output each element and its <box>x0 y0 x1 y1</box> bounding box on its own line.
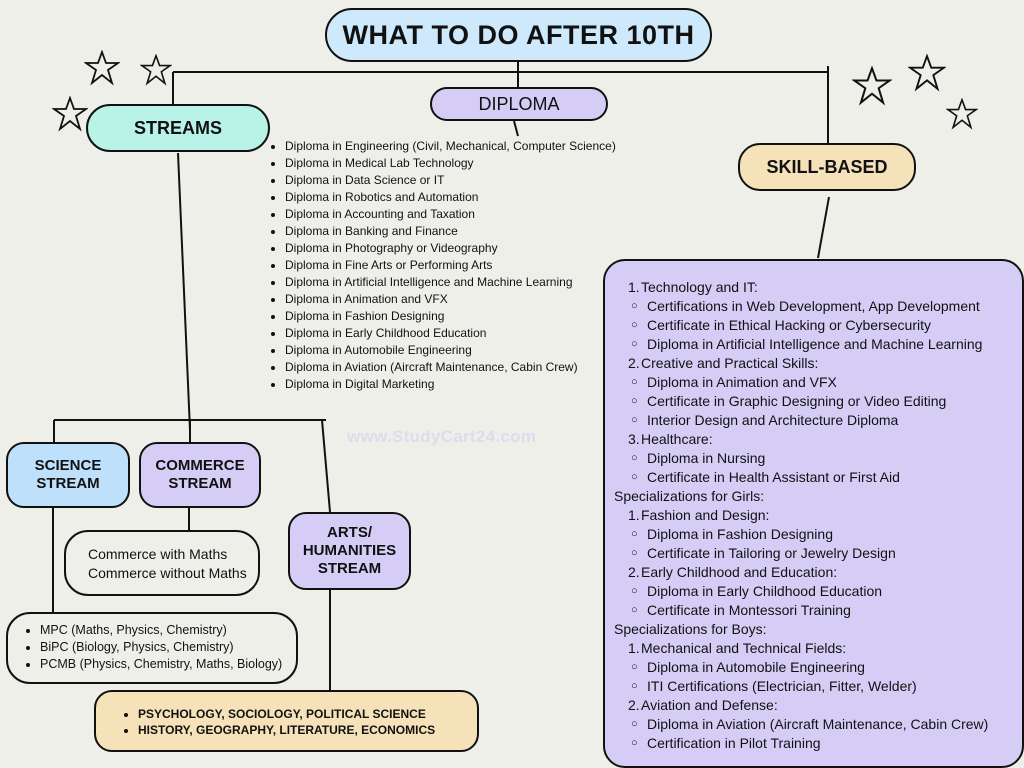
science-line-1: SCIENCE <box>34 457 102 474</box>
star-icon <box>140 54 172 86</box>
arts-options: PSYCHOLOGY, SOCIOLOGY, POLITICAL SCIENCE… <box>94 690 479 752</box>
diploma-item: Diploma in Robotics and Automation <box>285 189 616 206</box>
science-option: BiPC (Biology, Physics, Chemistry) <box>40 639 296 656</box>
commerce-stream-node: COMMERCE STREAM <box>139 442 261 508</box>
arts-option: PSYCHOLOGY, SOCIOLOGY, POLITICAL SCIENCE <box>138 706 477 722</box>
star-icon <box>52 96 88 132</box>
skill-item: Diploma in Aviation (Aircraft Maintenanc… <box>614 715 1022 734</box>
diploma-item: Diploma in Digital Marketing <box>285 376 616 393</box>
skill-item: ITI Certifications (Electrician, Fitter,… <box>614 677 1022 696</box>
category-title: Early Childhood and Education: <box>641 564 838 580</box>
category-number: 1. <box>628 640 640 656</box>
skill-item: Interior Design and Architecture Diploma <box>614 411 1022 430</box>
diploma-list: Diploma in Engineering (Civil, Mechanica… <box>267 138 616 393</box>
skill-item: Diploma in Fashion Designing <box>614 525 1022 544</box>
boys-heading: Specializations for Boys: <box>614 621 767 637</box>
category-title: Technology and IT: <box>641 279 758 295</box>
category-title: Aviation and Defense: <box>641 697 778 713</box>
category-title: Creative and Practical Skills: <box>641 355 819 371</box>
skill-label: SKILL-BASED <box>766 156 888 177</box>
diploma-item: Diploma in Medical Lab Technology <box>285 155 616 172</box>
skill-category: 2.Aviation and Defense: <box>614 696 1022 715</box>
skill-item: Diploma in Animation and VFX <box>614 373 1022 392</box>
skill-category: 2.Creative and Practical Skills: <box>614 354 1022 373</box>
science-line-2: STREAM <box>36 475 100 492</box>
skill-category: 1.Technology and IT: <box>614 278 1022 297</box>
star-icon <box>852 66 892 106</box>
skill-category: 2.Early Childhood and Education: <box>614 563 1022 582</box>
skill-item: Diploma in Artificial Intelligence and M… <box>614 335 1022 354</box>
diploma-item: Diploma in Fine Arts or Performing Arts <box>285 257 616 274</box>
arts-line-3: STREAM <box>317 560 382 577</box>
science-options: MPC (Maths, Physics, Chemistry) BiPC (Bi… <box>6 612 298 684</box>
diploma-item: Diploma in Animation and VFX <box>285 291 616 308</box>
girls-heading: Specializations for Girls: <box>614 488 765 504</box>
category-number: 2. <box>628 564 640 580</box>
skill-item: Diploma in Automobile Engineering <box>614 658 1022 677</box>
diploma-node: DIPLOMA <box>430 87 608 121</box>
skill-category: 1.Fashion and Design: <box>614 506 1022 525</box>
star-icon <box>908 54 946 92</box>
science-option: PCMB (Physics, Chemistry, Maths, Biology… <box>40 656 296 673</box>
skill-item: Diploma in Nursing <box>614 449 1022 468</box>
diploma-item: Diploma in Automobile Engineering <box>285 342 616 359</box>
commerce-line-2: STREAM <box>168 475 232 492</box>
skill-based-panel: 1.Technology and IT: Certifications in W… <box>603 259 1024 768</box>
science-stream-node: SCIENCE STREAM <box>6 442 130 508</box>
skill-item: Diploma in Early Childhood Education <box>614 582 1022 601</box>
skill-category: 1.Mechanical and Technical Fields: <box>614 639 1022 658</box>
skill-category: 3.Healthcare: <box>614 430 1022 449</box>
commerce-options: Commerce with Maths Commerce without Mat… <box>64 530 260 596</box>
science-option: MPC (Maths, Physics, Chemistry) <box>40 622 296 639</box>
commerce-option: Commerce with Maths <box>88 546 228 562</box>
category-number: 1. <box>628 507 640 523</box>
category-title: Healthcare: <box>641 431 713 447</box>
diploma-item: Diploma in Data Science or IT <box>285 172 616 189</box>
arts-line-2: HUMANITIES <box>302 542 397 559</box>
category-number: 1. <box>628 279 640 295</box>
skill-item: Certification in Pilot Training <box>614 734 1022 753</box>
skill-item: Certificate in Tailoring or Jewelry Desi… <box>614 544 1022 563</box>
commerce-line-1: COMMERCE <box>155 457 245 474</box>
diploma-item: Diploma in Artificial Intelligence and M… <box>285 274 616 291</box>
skill-item: Certificate in Graphic Designing or Vide… <box>614 392 1022 411</box>
skill-based-node: SKILL-BASED <box>738 143 916 191</box>
diploma-item: Diploma in Engineering (Civil, Mechanica… <box>285 138 616 155</box>
diploma-item: Diploma in Banking and Finance <box>285 223 616 240</box>
diploma-label: DIPLOMA <box>478 93 560 114</box>
title-text: WHAT TO DO AFTER 10TH <box>342 19 695 50</box>
category-number: 2. <box>628 697 640 713</box>
diploma-item: Diploma in Fashion Designing <box>285 308 616 325</box>
diploma-item: Diploma in Aviation (Aircraft Maintenanc… <box>285 359 616 376</box>
skill-item: Certificate in Montessori Training <box>614 601 1022 620</box>
page-title: WHAT TO DO AFTER 10TH <box>325 8 712 62</box>
arts-line-1: ARTS/ <box>327 524 372 541</box>
category-number: 3. <box>628 431 640 447</box>
commerce-option: Commerce without Maths <box>88 565 247 581</box>
category-title: Mechanical and Technical Fields: <box>641 640 847 656</box>
category-number: 2. <box>628 355 640 371</box>
arts-stream-node: ARTS/ HUMANITIES STREAM <box>288 512 411 590</box>
diploma-item: Diploma in Photography or Videography <box>285 240 616 257</box>
streams-node: STREAMS <box>86 104 270 152</box>
skill-item: Certificate in Ethical Hacking or Cybers… <box>614 316 1022 335</box>
diploma-item: Diploma in Early Childhood Education <box>285 325 616 342</box>
skill-item: Certificate in Health Assistant or First… <box>614 468 1022 487</box>
skill-item: Certifications in Web Development, App D… <box>614 297 1022 316</box>
streams-label: STREAMS <box>133 117 222 138</box>
star-icon <box>946 98 978 130</box>
arts-option: HISTORY, GEOGRAPHY, LITERATURE, ECONOMIC… <box>138 722 477 738</box>
diploma-item: Diploma in Accounting and Taxation <box>285 206 616 223</box>
watermark: www.StudyCart24.com <box>347 427 537 446</box>
star-icon <box>84 50 120 86</box>
category-title: Fashion and Design: <box>641 507 770 523</box>
